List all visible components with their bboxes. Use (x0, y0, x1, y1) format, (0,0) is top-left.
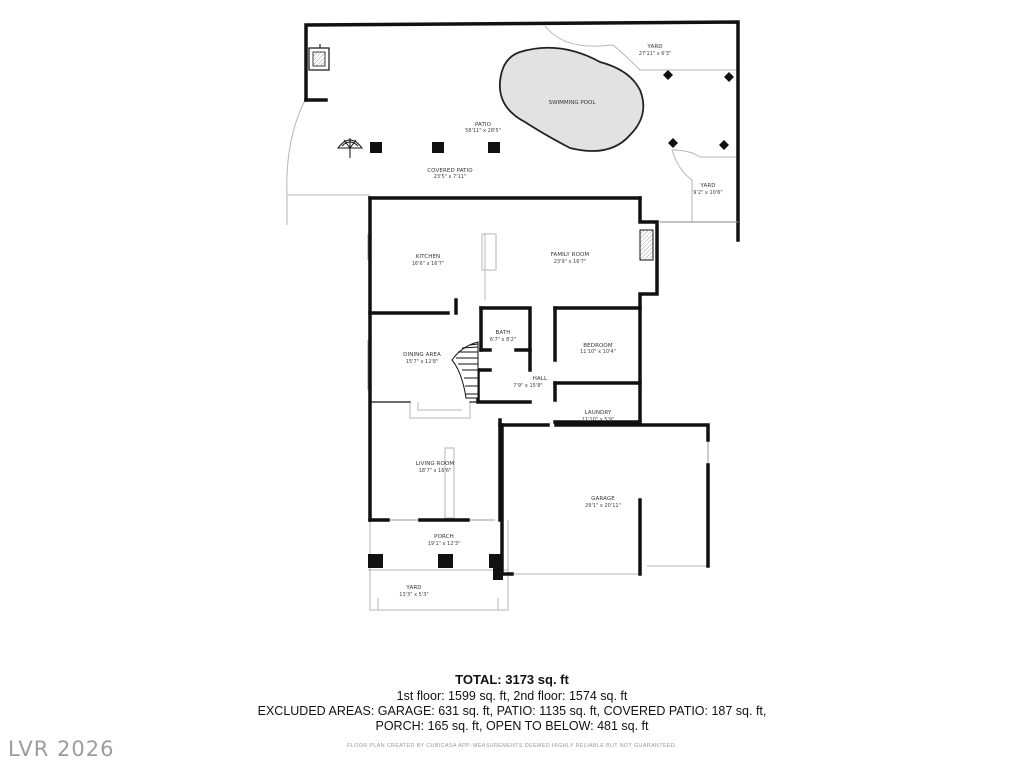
floor-areas: 1st floor: 1599 sq. ft, 2nd floor: 1574 … (396, 689, 628, 703)
hall-name: HALL (533, 376, 548, 382)
room-labels: YARD 27'11" x 6'3" SWIMMING POOL PATIO 5… (399, 44, 722, 598)
excluded-areas-line-2: PORCH: 165 sq. ft, OPEN TO BELOW: 481 sq… (375, 719, 649, 733)
kitchen-name: KITCHEN (416, 254, 441, 260)
covered-patio-name: COVERED PATIO (427, 168, 473, 174)
bath-name: BATH (495, 330, 510, 336)
laundry-name: LAUNDRY (585, 410, 612, 416)
total-area: TOTAL: 3173 sq. ft (455, 672, 569, 687)
dining-area-name: DINING AREA (403, 352, 441, 358)
fireplace-icon (639, 229, 654, 261)
excluded-areas-line-1: EXCLUDED AREAS: GARAGE: 631 sq. ft, PATI… (257, 704, 767, 718)
yard-top-name: YARD (646, 44, 662, 50)
bedroom-name: BEDROOM (583, 343, 613, 349)
patio-name: PATIO (475, 122, 492, 128)
hall-dims: 7'9" x 15'8" (513, 383, 542, 389)
yard-right-name: YARD (699, 183, 715, 189)
yard-top-dims: 27'11" x 6'3" (639, 51, 672, 57)
porch-dims: 19'1" x 12'3" (428, 541, 461, 547)
porch-name: PORCH (434, 534, 454, 540)
stairs (451, 341, 479, 399)
living-room-name: LIVING ROOM (416, 461, 455, 467)
patio-walls (304, 20, 740, 242)
yard-bottom-dims: 13'3" x 5'3" (399, 592, 428, 598)
watermark: LVR 2026 (8, 737, 115, 761)
garage-dims: 29'1" x 20'11" (585, 503, 621, 509)
family-room-dims: 23'9" x 16'7" (554, 259, 587, 265)
living-room-dims: 18'7" x 16'6" (419, 468, 452, 474)
swimming-pool (499, 46, 645, 152)
bath-dims: 6'7" x 8'2" (490, 337, 516, 343)
swimming-pool-name: SWIMMING POOL (549, 100, 597, 106)
garage-name: GARAGE (591, 496, 615, 502)
bedroom-dims: 11'10" x 10'4" (580, 349, 616, 355)
disclaimer: FLOOR PLAN CREATED BY CUBICASA APP. MEAS… (347, 743, 677, 749)
dining-area-dims: 15'7" x 12'8" (406, 359, 439, 365)
patio-columns (370, 70, 734, 153)
family-room-name: FAMILY ROOM (551, 252, 590, 258)
yard-right-dims: 9'2" x 10'6" (693, 190, 722, 196)
umbrella-icon (336, 138, 364, 158)
floor-plan: YARD 27'11" x 6'3" SWIMMING POOL PATIO 5… (286, 20, 740, 611)
yard-bottom-name: YARD (405, 585, 421, 591)
covered-patio-dims: 23'5" x 7'11" (434, 174, 467, 180)
kitchen-dims: 16'6" x 16'7" (412, 261, 445, 267)
laundry-dims: 11'10" x 5'9" (582, 417, 615, 423)
porch-columns (368, 554, 503, 580)
patio-dims: 58'11" x 28'5" (465, 128, 501, 134)
